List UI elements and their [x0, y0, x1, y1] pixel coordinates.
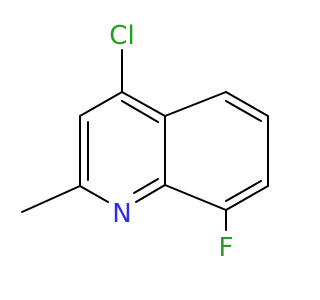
bond-c5-c6-inner [225, 100, 262, 122]
fluorine-label: F [219, 233, 234, 263]
chlorine-label: Cl [109, 21, 134, 51]
bond-n1-c8a-inner [133, 178, 159, 194]
molecule-diagram: Cl N F [21, 21, 269, 263]
bond-c4-c3 [79, 91, 123, 117]
nitrogen-label: N [112, 199, 131, 229]
bond-c7-c8 [225, 185, 269, 211]
bond-c4a-c4 [121, 91, 166, 117]
bond-c4a-c5 [164, 91, 227, 117]
bond-n1-c8a [135, 184, 166, 203]
bond-c2-n1 [79, 185, 109, 203]
bond-c7-c8-inner [225, 180, 262, 202]
bond-group [21, 49, 269, 231]
bond-c4a-c4-inner [121, 100, 159, 123]
bond-c2-methyl [21, 185, 81, 213]
bond-c8-c8a [164, 184, 227, 211]
bond-c5-c6 [225, 91, 269, 117]
